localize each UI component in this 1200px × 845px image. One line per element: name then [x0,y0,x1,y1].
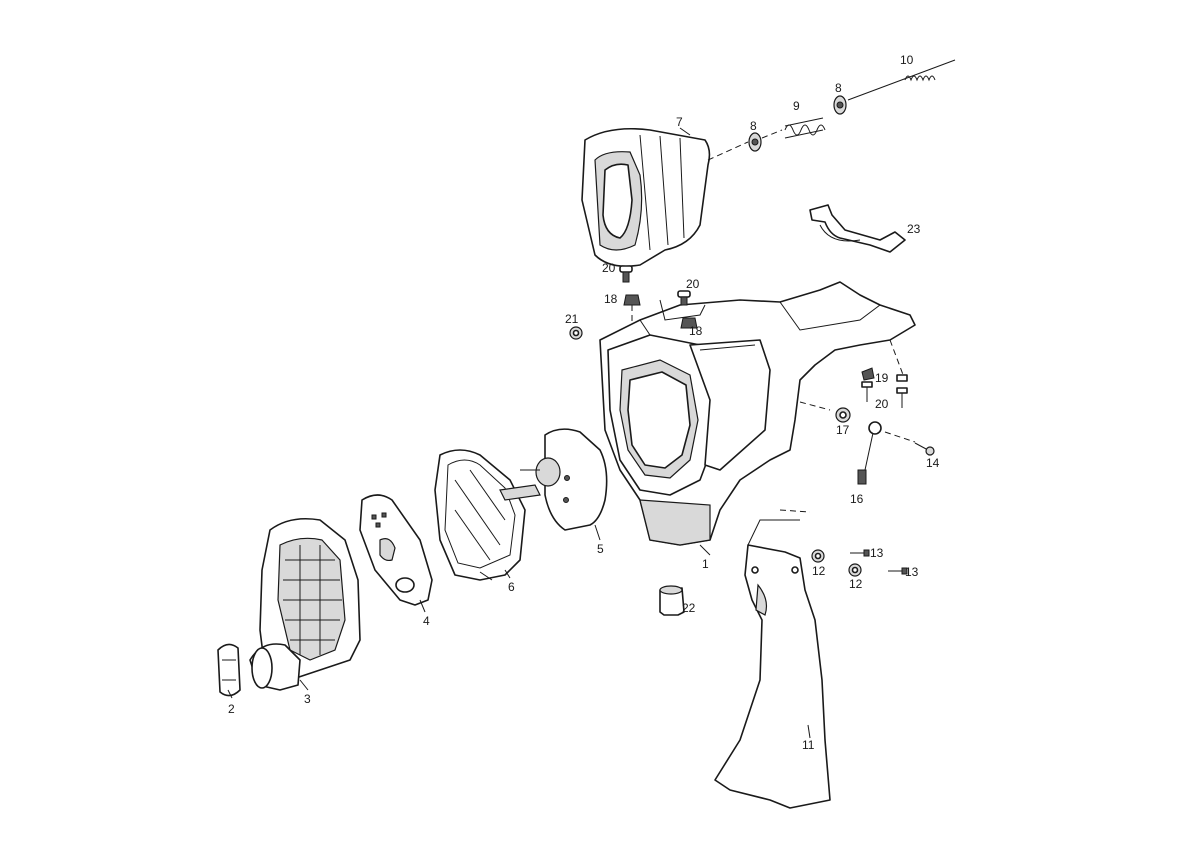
label-part-20-top-left: 20 [602,261,616,275]
part-18-clip-top-right [680,317,698,329]
part-6-filter-frame [434,449,541,581]
part-19-clip [861,367,875,381]
part-5-filter-plate [520,428,608,531]
label-part-13-lower: 13 [905,565,919,579]
label-part-20-right: 20 [875,397,889,411]
label-part-13-upper: 13 [870,546,884,560]
part-12-nut-upper [811,549,825,563]
leader-lines [227,127,811,739]
label-part-18-left: 18 [604,292,618,306]
part-1-air-box-housing [599,281,916,546]
label-part-1: 1 [702,557,709,571]
label-part-18-right: 18 [689,324,703,338]
label-part-23: 23 [907,222,921,236]
label-part-2: 2 [228,702,235,716]
part-4-gasket-plate [359,494,433,606]
label-part-5: 5 [597,542,604,556]
label-part-12-upper: 12 [812,564,826,578]
label-part-7: 7 [676,115,683,129]
part-2-clamp-ring [217,643,241,697]
part-3-intake-duct [249,517,361,691]
part-8-washer-left [748,132,762,152]
part-17-grommet [835,407,851,423]
label-part-17: 17 [836,423,850,437]
label-part-12-lower: 12 [849,577,863,591]
label-part-14: 14 [926,456,940,470]
part-13-screw-lower [888,567,908,575]
part-10-spindle-rod [847,59,956,101]
part-23-bracket [809,204,906,253]
label-part-3: 3 [304,692,311,706]
label-part-8-right: 8 [835,81,842,95]
label-part-21: 21 [565,312,579,326]
label-part-10: 10 [900,53,914,67]
label-part-22: 22 [682,601,696,615]
label-part-6: 6 [508,580,515,594]
part-screw-right-pair [896,374,908,408]
part-12-nut-lower [848,563,862,577]
part-14-bolt [914,442,935,456]
part-11-mudguard [714,519,831,809]
label-part-4: 4 [423,614,430,628]
label-part-9: 9 [793,99,800,113]
part-22-drain-cap [659,585,685,616]
part-20-screw-right [861,381,873,402]
part-18-clip-top-left [623,294,641,325]
part-16-drain-link [857,421,882,485]
label-part-16: 16 [850,492,864,506]
part-13-screw-upper [850,549,870,557]
part-21-nut [569,326,583,340]
part-9-spring [784,117,826,139]
part-8-washer-right [833,95,847,115]
part-7-filter-cover [581,127,749,268]
part-20-screw-top-left [619,265,633,283]
label-part-8-left: 8 [750,119,757,133]
label-part-19: 19 [875,371,889,385]
part-20-screw-top-right [677,290,691,306]
label-part-11: 11 [802,738,815,752]
label-part-20-top-right: 20 [686,277,700,291]
